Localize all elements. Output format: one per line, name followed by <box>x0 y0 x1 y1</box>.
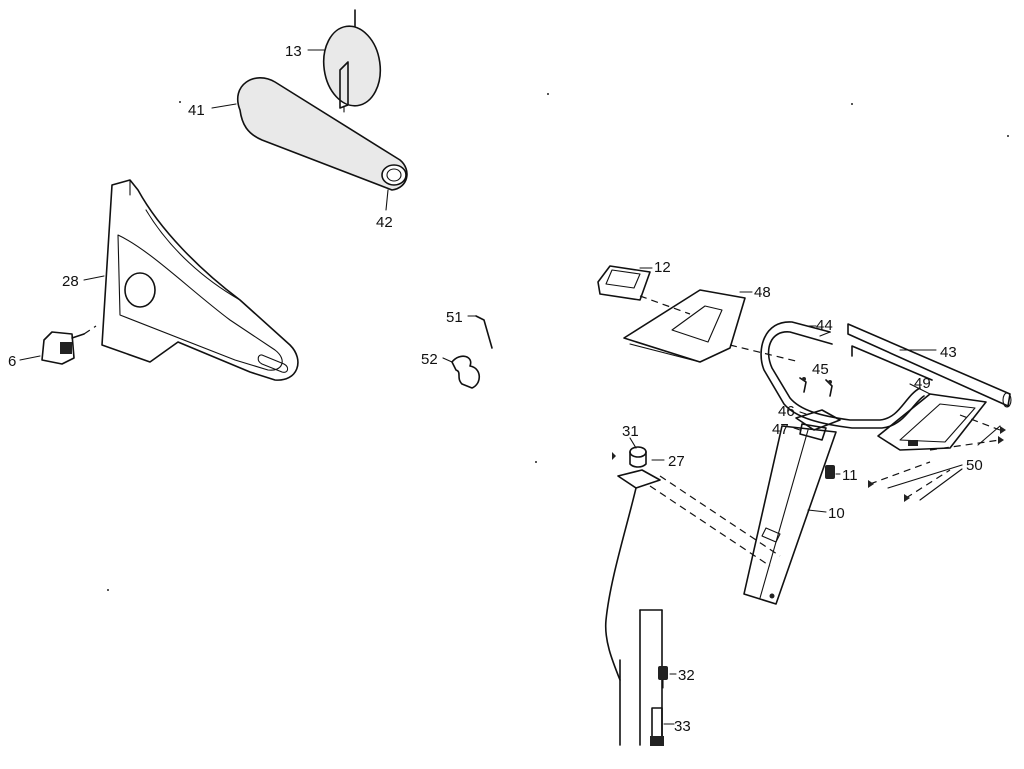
callout-46: 46 <box>778 403 795 420</box>
part-31-27-tension-knob <box>617 446 781 567</box>
callout-44: 44 <box>816 317 833 334</box>
leader-28 <box>83 275 105 281</box>
dash-console-mount <box>639 295 691 315</box>
part-27-marker <box>612 452 616 460</box>
part-28-frame-cover <box>101 179 299 381</box>
callout-6: 6 <box>8 353 16 370</box>
leader-41 <box>211 103 237 109</box>
callout-51: 51 <box>446 309 463 326</box>
callout-41: 41 <box>188 102 205 119</box>
callout-32: 32 <box>678 667 695 684</box>
leader-31 <box>629 437 637 449</box>
part-46-47-clamp <box>795 409 841 441</box>
callout-28: 28 <box>62 273 79 290</box>
lower-frame-tube <box>619 609 663 746</box>
leader-46 <box>799 411 807 415</box>
leader-52 <box>442 357 453 363</box>
callout-48: 48 <box>754 284 771 301</box>
part-49-seat-bracket <box>877 383 987 451</box>
part-10-post <box>743 425 837 605</box>
part-33-cable-end <box>650 707 664 746</box>
callout-47: 47 <box>772 421 789 438</box>
leader-47 <box>793 427 801 431</box>
part-11-knob <box>825 465 835 479</box>
callout-27: 27 <box>668 453 685 470</box>
callout-11: 11 <box>842 467 858 484</box>
callout-31: 31 <box>622 423 639 440</box>
part-43-grip <box>847 323 1012 408</box>
leader-50-c <box>919 468 963 501</box>
callout-12: 12 <box>654 259 671 276</box>
callout-49: 49 <box>914 375 931 392</box>
leader-42 <box>385 189 389 211</box>
callout-13: 13 <box>285 43 302 60</box>
part-45-bolts <box>799 377 833 397</box>
part-52-clip <box>451 355 481 389</box>
callout-33: 33 <box>674 718 691 735</box>
leader-10 <box>807 509 827 513</box>
leader-50-b <box>887 464 963 489</box>
part-44-handlebar <box>760 321 925 429</box>
part-48-console-bracket <box>623 289 746 363</box>
part-13-sprocket <box>322 9 382 113</box>
callout-42: 42 <box>376 214 393 231</box>
part-32-adjuster <box>658 666 668 689</box>
leader-50-a <box>977 425 1001 446</box>
leader-6 <box>19 355 41 361</box>
part-50-screws <box>868 414 1006 502</box>
callout-10: 10 <box>828 505 845 522</box>
callout-50: 50 <box>966 457 983 474</box>
dash-bracket-mount <box>729 344 801 363</box>
part-6-bracket <box>41 325 97 365</box>
callout-45: 45 <box>812 361 829 378</box>
part-51-allen-key <box>475 315 493 349</box>
scan-specks <box>107 93 1009 591</box>
part-12-console <box>597 265 651 301</box>
tension-cable <box>604 487 637 681</box>
callout-43: 43 <box>940 344 957 361</box>
callout-52: 52 <box>421 351 438 368</box>
part-41-chain-guard <box>237 77 408 191</box>
